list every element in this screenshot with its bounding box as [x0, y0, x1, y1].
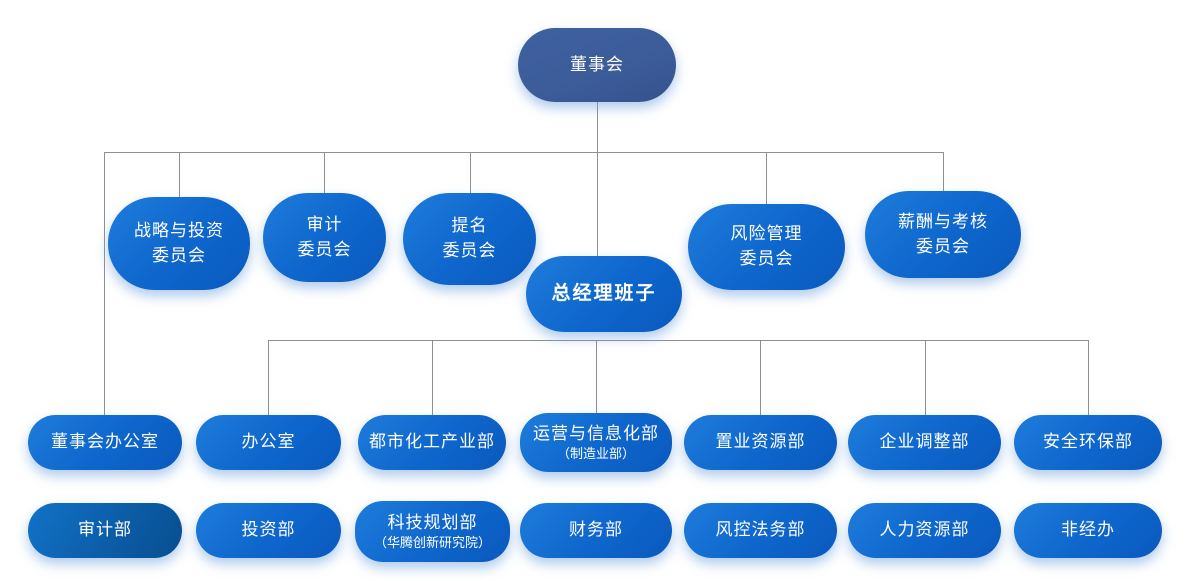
- node-board-of-directors: 董事会: [518, 28, 676, 102]
- connector-line: [470, 152, 471, 193]
- node-committee-compensation-assessment: 薪酬与考核 委员会: [865, 191, 1021, 278]
- node-committee-strategy-investment: 战略与投资 委员会: [108, 197, 250, 290]
- connector-line: [179, 152, 180, 197]
- node-audit-dept: 审计部: [28, 503, 182, 558]
- connector-line: [597, 102, 598, 152]
- node-finance-dept: 财务部: [520, 503, 672, 558]
- connector-line: [1088, 340, 1089, 415]
- node-urban-chemical-industry-dept: 都市化工产业部: [358, 415, 506, 470]
- node-investment-dept: 投资部: [196, 503, 341, 558]
- node-operations-informatization-dept: 运营与信息化部 （制造业部）: [520, 413, 672, 472]
- connector-line: [766, 152, 767, 204]
- node-committee-audit: 审计 委员会: [263, 193, 386, 282]
- node-enterprise-adjustment-dept: 企业调整部: [848, 415, 1001, 470]
- node-sublabel: （华腾创新研究院）: [373, 535, 491, 551]
- node-hr-dept: 人力资源部: [848, 503, 1001, 558]
- connector-line: [925, 340, 926, 415]
- node-committee-nomination: 提名 委员会: [403, 193, 536, 285]
- node-label: 科技规划部: [387, 512, 478, 532]
- node-gm-team: 总经理班子: [526, 256, 682, 332]
- connector-line: [104, 152, 105, 415]
- connector-line: [104, 152, 943, 153]
- node-realty-resources-dept: 置业资源部: [684, 415, 837, 470]
- node-committee-risk-management: 风险管理 委员会: [688, 204, 845, 290]
- connector-line: [760, 340, 761, 415]
- connector-line: [268, 340, 269, 415]
- node-label: 运营与信息化部: [533, 423, 659, 443]
- connector-line: [432, 340, 433, 415]
- node-sublabel: （制造业部）: [556, 446, 635, 462]
- node-risk-legal-dept: 风控法务部: [684, 503, 837, 558]
- connector-line: [597, 152, 598, 256]
- node-board-office: 董事会办公室: [28, 415, 182, 470]
- node-tech-planning-dept: 科技规划部 （华腾创新研究院）: [355, 501, 510, 562]
- connector-line: [943, 152, 944, 191]
- connector-line: [596, 340, 597, 413]
- node-general-office: 办公室: [196, 415, 341, 470]
- node-safety-environment-dept: 安全环保部: [1014, 415, 1162, 470]
- connector-line: [324, 152, 325, 193]
- node-non-operating-office: 非经办: [1014, 503, 1162, 558]
- connector-line: [268, 340, 1088, 341]
